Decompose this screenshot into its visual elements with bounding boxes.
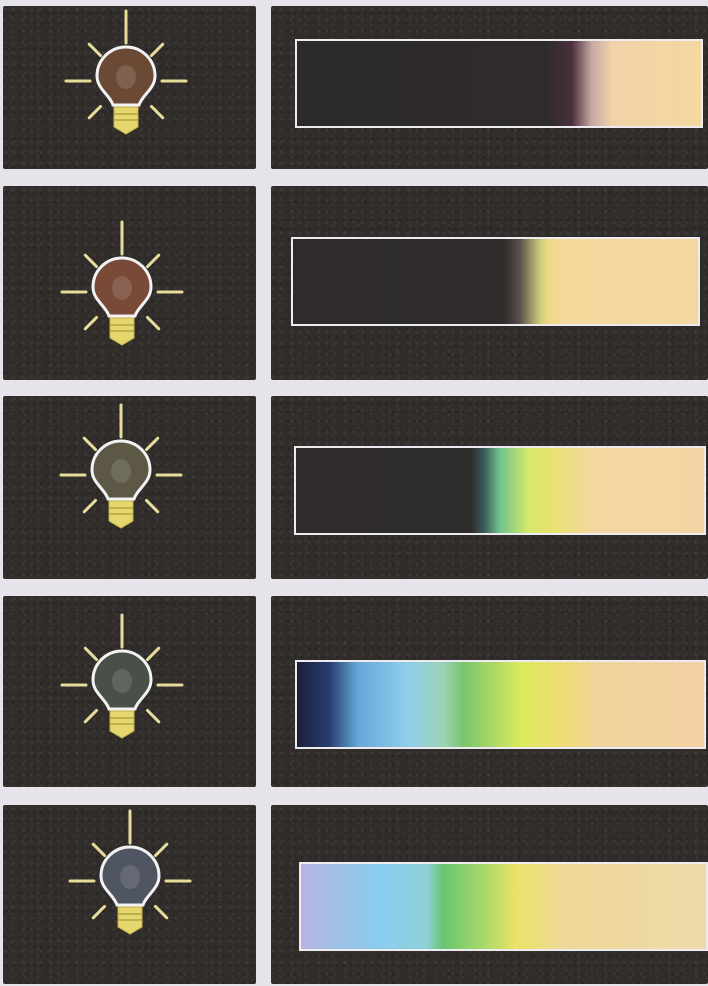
spectrum-gradient: [293, 239, 698, 324]
spectrum-gradient: [297, 41, 701, 126]
spectrum-panel-2: [271, 186, 708, 380]
light-ray: [145, 253, 161, 269]
light-bulb-icon: [47, 220, 197, 370]
bulb-glass: [91, 256, 153, 318]
spectrum-gradient: [296, 448, 704, 533]
light-bulb-icon: [55, 809, 205, 959]
light-bulb-icon: [47, 613, 197, 763]
light-ray: [145, 315, 161, 331]
bulb-glass: [90, 439, 152, 501]
light-ray: [149, 104, 165, 120]
light-ray: [149, 42, 165, 58]
light-ray: [83, 646, 99, 662]
bulb-filament: [116, 65, 136, 89]
spectrum-bar-2: [291, 237, 700, 326]
spectrum-panel-5: [271, 805, 708, 984]
light-ray: [82, 498, 98, 514]
light-ray: [83, 253, 99, 269]
bulb-panel-1: [3, 6, 256, 169]
spectrum-bar-5: [299, 862, 708, 951]
spectrum-gradient: [297, 662, 704, 747]
light-ray: [82, 436, 98, 452]
bulb-filament: [112, 669, 132, 693]
light-ray: [83, 315, 99, 331]
light-ray: [87, 42, 103, 58]
spectrum-panel-3: [271, 396, 708, 579]
light-rays: [60, 220, 184, 331]
bulb-filament: [111, 459, 131, 483]
light-ray: [91, 842, 107, 858]
bulb-base: [113, 106, 139, 135]
bulb-panel-4: [3, 596, 256, 787]
light-ray: [144, 498, 160, 514]
bulb-glass: [95, 45, 157, 107]
bulb-base: [108, 500, 134, 529]
bulb-panel-3: [3, 396, 256, 579]
bulb-panel-2: [3, 186, 256, 380]
spectrum-panel-1: [271, 6, 708, 169]
light-ray: [153, 904, 169, 920]
bulb-base: [117, 906, 143, 935]
light-rays: [68, 809, 192, 920]
light-ray: [145, 646, 161, 662]
light-ray: [145, 708, 161, 724]
light-rays: [59, 403, 183, 514]
light-bulb-icon: [46, 403, 196, 553]
bulb-filament: [120, 865, 140, 889]
light-rays: [60, 613, 184, 724]
spectrum-bar-3: [294, 446, 706, 535]
bulb-glass: [99, 845, 161, 907]
light-ray: [153, 842, 169, 858]
bulb-panel-5: [3, 805, 256, 984]
bulb-base: [109, 710, 135, 739]
light-ray: [83, 708, 99, 724]
spectrum-bar-1: [295, 39, 703, 128]
bulb-glass: [91, 649, 153, 711]
spectrum-gradient: [301, 864, 706, 949]
light-bulb-icon: [51, 9, 201, 159]
spectrum-panel-4: [271, 596, 708, 787]
light-ray: [144, 436, 160, 452]
bulb-base: [109, 317, 135, 346]
light-ray: [87, 104, 103, 120]
light-ray: [91, 904, 107, 920]
light-rays: [64, 9, 188, 120]
bulb-filament: [112, 276, 132, 300]
spectrum-bar-4: [295, 660, 706, 749]
